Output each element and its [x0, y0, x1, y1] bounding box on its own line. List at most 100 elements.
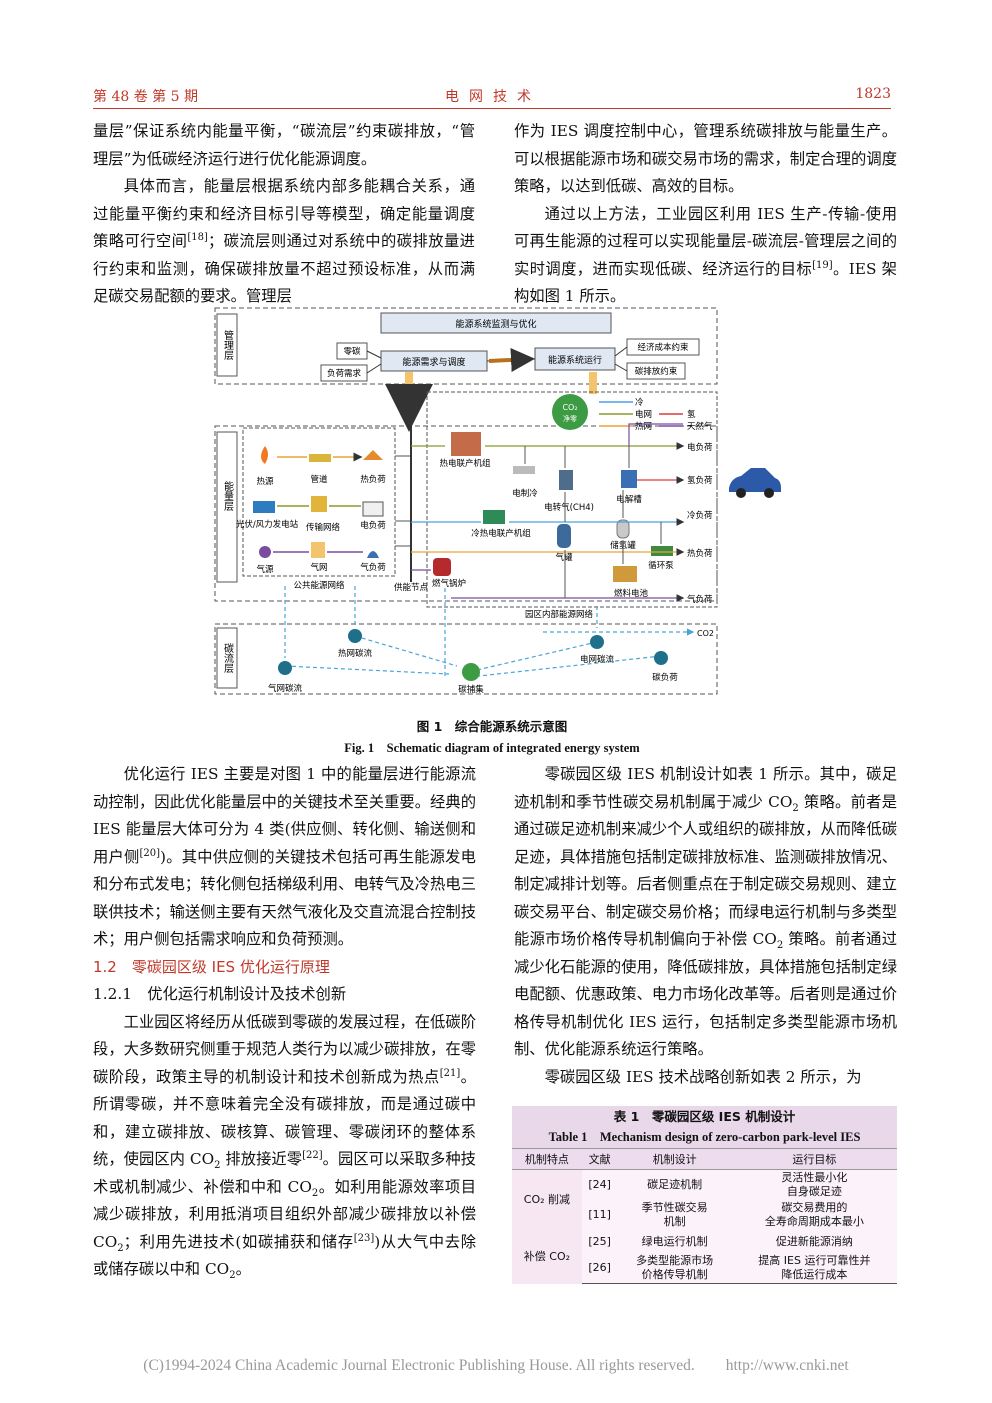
svg-text:光伏/风力发电站: 光伏/风力发电站	[236, 519, 299, 530]
table-title: 表 1 零碳园区级 IES 机制设计 Table 1 Mechanism des…	[512, 1106, 897, 1148]
cchp-icon	[483, 510, 505, 524]
citation[interactable]: [23]	[353, 1232, 375, 1244]
citation[interactable]: [20]	[139, 847, 161, 859]
svg-text:气源: 气源	[256, 564, 274, 575]
svg-text:冷热电联产机组: 冷热电联产机组	[471, 528, 531, 539]
copyright-footer: (C)1994-2024 China Academic Journal Elec…	[143, 1357, 849, 1374]
section-heading: 1.2 零碳园区级 IES 优化运行原理	[93, 957, 330, 976]
svg-text:碳捕集: 碳捕集	[458, 684, 484, 695]
right-column-bottom: 零碳园区级 IES 机制设计如表 1 所示。其中，碳足迹机制和季节性碳交易机制属…	[514, 761, 897, 1091]
svg-text:热源: 热源	[256, 476, 274, 487]
public-network-label: 公共能源网络	[293, 580, 345, 591]
paragraph: 具体而言，能量层根据系统内部多能耦合关系，通过能量平衡约束和经济目标引导等模型，…	[93, 177, 475, 305]
svg-text:冷: 冷	[635, 397, 644, 408]
journal-name: 电网技术	[445, 89, 541, 105]
pipe-icon	[309, 454, 331, 462]
figure-caption-en: Fig. 1 Schematic diagram of integrated e…	[344, 741, 640, 755]
table-header: 机制设计	[617, 1148, 732, 1170]
electric-load-icon	[362, 501, 384, 517]
carbon-constraint-label: 碳排放约束	[635, 366, 678, 377]
gas-source-icon	[259, 546, 271, 558]
svg-text:气负荷: 气负荷	[360, 562, 386, 573]
ies-diagram: 管理层 能量层 碳流层 能源系统监测与优化 能源需求与调度 能源系统运行 零碳 …	[213, 306, 719, 696]
paragraph: 作为 IES 调度控制中心，管理系统碳排放与能量生产。可以根据能源市场和碳交易市…	[514, 122, 897, 195]
gas-tank-icon	[557, 524, 571, 548]
monitor-box	[380, 312, 612, 334]
svg-text:天然气: 天然气	[687, 421, 713, 432]
svg-text:循环泵: 循环泵	[648, 560, 674, 571]
operation-label: 能源系统运行	[548, 354, 602, 366]
netzero-label: 净零	[563, 414, 577, 423]
right-column-top: 作为 IES 调度控制中心，管理系统碳排放与能量生产。可以根据能源市场和碳交易市…	[514, 118, 897, 311]
table-row: CO₂ 削减 [24] 碳足迹机制 灵活性最小化自身碳足迹	[512, 1169, 897, 1230]
svg-text:热负荷: 热负荷	[360, 474, 386, 485]
supply-node-label: 供能节点	[394, 582, 429, 593]
running-header: 第 48 卷 第 5 期 电网技术 1823	[93, 86, 891, 108]
page-number: 1823	[855, 86, 891, 102]
table-1: 表 1 零碳园区级 IES 机制设计 Table 1 Mechanism des…	[512, 1106, 897, 1284]
table-header: 机制特点	[512, 1148, 582, 1170]
svg-text:电网碳流: 电网碳流	[580, 654, 615, 665]
svg-text:电负荷: 电负荷	[687, 442, 713, 453]
table-header: 运行目标	[731, 1148, 897, 1170]
carbon-capture-icon	[462, 663, 480, 681]
public-network-frame	[242, 427, 396, 577]
svg-text:氢: 氢	[687, 409, 696, 420]
header-rule	[93, 108, 891, 109]
fuel-cell-icon	[613, 566, 637, 582]
energy-layer-label: 能量层	[222, 480, 234, 512]
monitor-label: 能源系统监测与优化	[455, 318, 536, 330]
demand-label: 能源需求与调度	[402, 356, 465, 368]
legend: 冷 电网 热网 氢 天然气	[599, 397, 713, 432]
citation[interactable]: [18]	[187, 231, 208, 243]
paragraph: 量层”保证系统内能量平衡，“碳流层”约束碳排放，“管理层”为低碳经济运行进行优化…	[93, 122, 475, 168]
svg-text:热网碳流: 热网碳流	[338, 648, 373, 659]
citation[interactable]: [19]	[812, 259, 833, 271]
svg-text:热网: 热网	[635, 421, 652, 432]
svg-text:气网碳流: 气网碳流	[268, 683, 303, 694]
paragraph: 零碳园区级 IES 技术战略创新如表 2 所示，为	[544, 1067, 862, 1086]
svg-text:碳负荷: 碳负荷	[652, 672, 678, 683]
citation[interactable]: [22]	[302, 1149, 323, 1161]
p2g-icon	[559, 470, 573, 490]
management-layer-frame	[214, 307, 718, 385]
svg-text:电解槽: 电解槽	[616, 494, 642, 505]
svg-text:管道: 管道	[310, 474, 328, 485]
gas-network-icon	[311, 542, 325, 558]
gas-flame-icon	[367, 551, 379, 558]
car-icon	[729, 468, 781, 498]
svg-text:气负荷: 气负荷	[687, 594, 713, 605]
transmission-icon	[311, 496, 327, 512]
figure-caption-cn: 图 1 综合能源系统示意图	[416, 719, 568, 734]
svg-text:燃料电池: 燃料电池	[614, 588, 649, 599]
paragraph: 优化运行 IES 主要是对图 1 中的能量层进行能源流动控制，因此优化能量层中的…	[93, 765, 476, 948]
paragraph: 通过以上方法，工业园区利用 IES 生产-传输-使用可再生能源的过程可以实现能量…	[514, 204, 897, 306]
svg-text:电网: 电网	[635, 409, 652, 420]
svg-text:气罐: 气罐	[555, 552, 573, 563]
svg-text:传输网络: 传输网络	[306, 522, 341, 533]
park-network-frame	[426, 391, 718, 608]
table-row: 补偿 CO₂ [25] 绿电运行机制 促进新能源消纳	[512, 1230, 897, 1284]
svg-text:电制冷: 电制冷	[512, 488, 538, 499]
zero-carbon-label: 零碳	[343, 346, 361, 357]
paragraph: 工业园区将经历从低碳到零碳的发展过程，在低碳阶段，大多数研究侧重于规范人类行为以…	[93, 1012, 477, 1282]
svg-text:CO₂: CO₂	[562, 403, 577, 412]
grid-carbon-icon	[590, 635, 604, 649]
house-icon	[363, 450, 383, 460]
energy-layer-frame	[214, 425, 718, 602]
table-row: [26] 多类型能源市场价格传导机制 提高 IES 运行可靠性并降低运行成本	[512, 1253, 897, 1284]
table-header: 文献	[581, 1148, 618, 1170]
mechanism-table: 机制特点 文献 机制设计 运行目标 CO₂ 削减 [24] 碳足迹机制 灵活性最…	[512, 1148, 897, 1284]
citation[interactable]: [21]	[439, 1067, 461, 1079]
econ-constraint-label: 经济成本约束	[637, 342, 689, 353]
electric-cooler-icon	[513, 466, 535, 474]
svg-text:氢负荷: 氢负荷	[687, 475, 713, 486]
svg-text:燃气锅炉: 燃气锅炉	[432, 578, 466, 589]
ies-diagram-svg: 管理层 能量层 碳流层 能源系统监测与优化 能源需求与调度 能源系统运行 零碳 …	[214, 307, 718, 695]
table-row: [11] 季节性碳交易机制 碳交易费用的全寿命周期成本最小	[512, 1200, 897, 1230]
electrolyzer-icon	[621, 470, 637, 488]
svg-text:热负荷: 热负荷	[687, 548, 713, 559]
h2-tank-icon	[616, 519, 630, 539]
co2-output-label: CO2	[697, 629, 714, 638]
pv-wind-icon	[253, 501, 275, 513]
